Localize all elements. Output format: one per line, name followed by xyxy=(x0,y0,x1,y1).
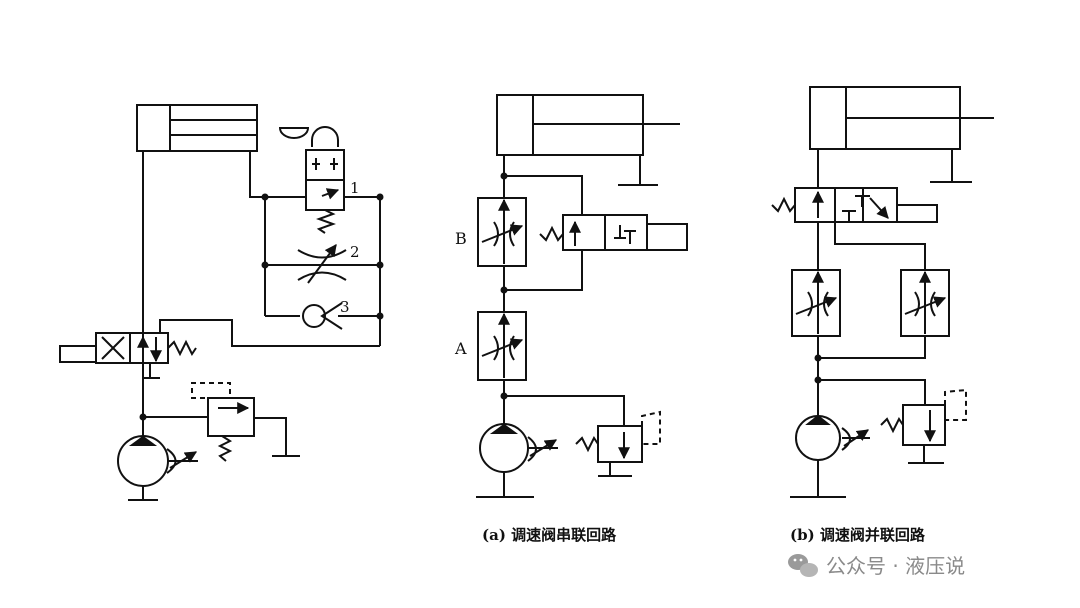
check-valve-3 xyxy=(302,302,343,330)
relief-valve-parallel xyxy=(880,388,967,464)
caption-parallel: (b) 调速阀并联回路 xyxy=(790,526,926,544)
watermark: 公众号 · 液压说 xyxy=(788,554,965,578)
directional-valve-left xyxy=(59,332,197,379)
flow-control-valve-parallel-2 xyxy=(900,269,950,337)
directional-valve-parallel xyxy=(771,187,938,223)
flow-control-valve-a xyxy=(477,311,527,381)
bypass-valve-series xyxy=(539,214,688,251)
circuit-parallel xyxy=(771,86,994,498)
label-2: 2 xyxy=(350,243,360,261)
caption-series: (a) 调速阀串联回路 xyxy=(482,526,617,544)
roller-valve-1 xyxy=(305,126,345,234)
flow-control-valve-parallel-1 xyxy=(791,269,841,337)
watermark-text: 公众号 · 液压说 xyxy=(826,554,965,578)
hydraulic-cylinder-series xyxy=(496,94,680,186)
label-b: B xyxy=(455,229,467,248)
hydraulic-cylinder xyxy=(136,104,310,152)
wechat-icon xyxy=(788,554,818,577)
throttle-valve-2 xyxy=(297,244,347,284)
label-3: 3 xyxy=(340,298,350,316)
hydraulic-pump-series xyxy=(476,423,558,498)
label-a: A xyxy=(454,339,467,358)
circuit-left xyxy=(59,104,381,501)
relief-valve-series xyxy=(575,410,661,477)
flow-control-valve-b xyxy=(477,197,527,267)
circuit-series xyxy=(476,94,688,498)
hydraulic-cylinder-parallel xyxy=(809,86,994,183)
hydraulic-pump-parallel xyxy=(790,414,870,498)
label-1: 1 xyxy=(350,179,360,197)
junction-dots xyxy=(139,172,822,421)
hydraulic-pump-left xyxy=(117,435,198,501)
relief-valve-left xyxy=(143,382,300,462)
